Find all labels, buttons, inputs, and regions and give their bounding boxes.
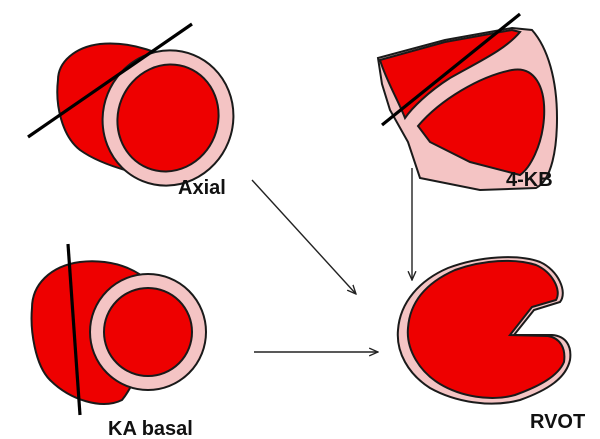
four-kb-view — [378, 14, 557, 190]
ka-basal-left-ventricle-cavity — [104, 288, 192, 376]
rvot-view — [398, 257, 571, 403]
label-axial: Axial — [178, 177, 226, 199]
label-rvot: RVOT — [530, 411, 585, 433]
label-four-kb: 4-KB — [506, 169, 553, 191]
arrow-axial-to-rvot — [252, 180, 356, 294]
ka-basal-view — [32, 244, 206, 415]
label-ka-basal: KA basal — [108, 418, 193, 439]
